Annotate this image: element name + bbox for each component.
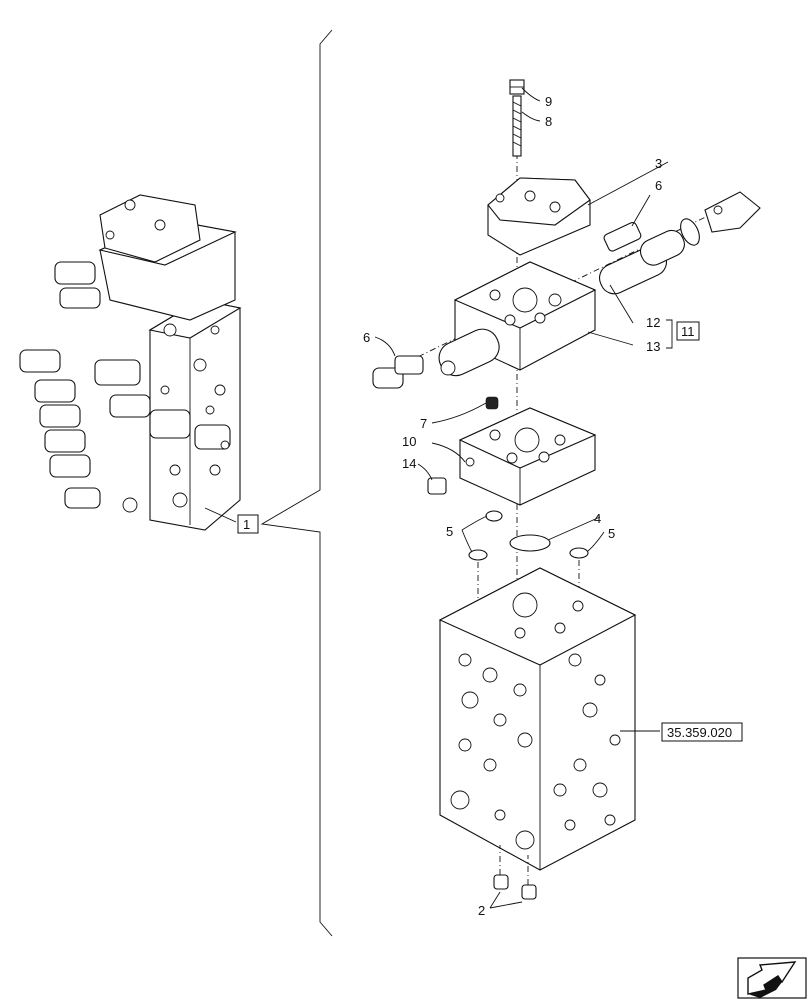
reference-link[interactable]: 35.359.020 xyxy=(667,725,732,740)
callout-2: 2 xyxy=(478,903,485,918)
callout-4: 4 xyxy=(594,511,601,526)
assembly-bracket xyxy=(260,29,333,937)
o-ring-small-top xyxy=(485,510,503,522)
callout-5-right: 5 xyxy=(608,526,615,541)
callout-11: 11 xyxy=(681,324,695,339)
cover-plate xyxy=(487,177,591,256)
callout-13: 13 xyxy=(646,339,660,354)
o-ring-small-left xyxy=(468,549,488,561)
callout-1: 1 xyxy=(243,517,250,532)
valve-section-block xyxy=(438,261,597,377)
callout-14: 14 xyxy=(402,456,416,471)
main-valve-body xyxy=(438,567,637,871)
spacer-block xyxy=(458,407,597,506)
callout-12: 12 xyxy=(646,315,660,330)
arrow-icon[interactable] xyxy=(737,957,807,999)
plug-7 xyxy=(485,396,499,410)
plug-2b xyxy=(521,884,537,900)
fittings-stack xyxy=(19,261,231,509)
pressure-sensor-left xyxy=(372,355,424,389)
callout-7: 7 xyxy=(420,416,427,431)
bolt-and-nut xyxy=(509,79,525,157)
plug-14 xyxy=(427,477,447,495)
o-ring-large xyxy=(509,534,551,552)
callout-8: 8 xyxy=(545,114,552,129)
plug-2a xyxy=(493,874,509,890)
callout-6-top: 6 xyxy=(655,178,662,193)
callout-5-left: 5 xyxy=(446,524,453,539)
callout-boxes xyxy=(237,321,743,742)
callout-3: 3 xyxy=(655,156,662,171)
callout-6-left: 6 xyxy=(363,330,370,345)
callout-10: 10 xyxy=(402,434,416,449)
spool xyxy=(598,191,761,295)
o-ring-small-right xyxy=(569,547,589,559)
pressure-sensor-top xyxy=(603,222,642,252)
callout-9: 9 xyxy=(545,94,552,109)
valve-assembly-complete xyxy=(19,194,242,531)
leader-lines xyxy=(374,87,673,909)
